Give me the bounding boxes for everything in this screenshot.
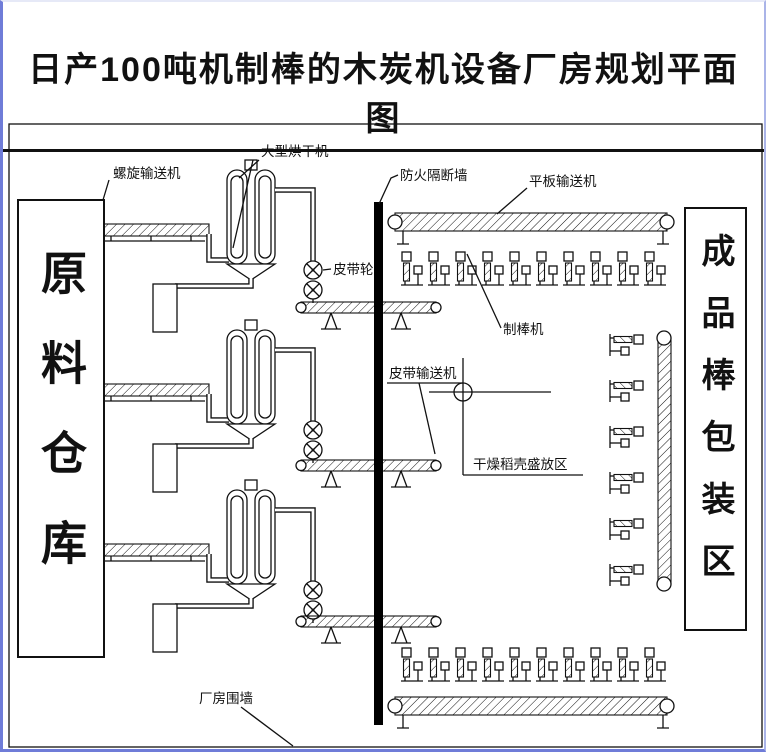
- rod-machine-symbol: [454, 647, 478, 682]
- rod-machine-symbol: [609, 563, 644, 587]
- production-line-2: [83, 320, 442, 492]
- rod-machine-symbol: [589, 647, 613, 682]
- rod-machine-symbol: [609, 517, 644, 541]
- rod-machine-symbol: [589, 251, 613, 286]
- production-line-3: [83, 480, 442, 652]
- rod-machine-symbol: [427, 251, 451, 286]
- rod-machine-symbol: [616, 647, 640, 682]
- rod-machine-symbol: [562, 251, 586, 286]
- finished-rod-packaging-label: 成品棒包装区: [696, 233, 734, 605]
- page-title-text: 日产100吨机制棒的木炭机设备厂房规划平面图: [3, 42, 764, 152]
- label-flat-conveyor: 平板输送机: [529, 174, 597, 189]
- rod-machine-symbol: [643, 251, 667, 286]
- center-mark: [429, 358, 583, 476]
- label-fire-partition-wall: 防火隔断墙: [400, 168, 468, 183]
- rod-machine-symbol: [400, 251, 424, 286]
- rod-machine-symbol: [643, 647, 667, 682]
- rod-machine-symbol: [609, 379, 644, 403]
- rod-machine-symbol: [481, 251, 505, 286]
- raw-material-warehouse-zone: 原料仓库: [17, 199, 105, 658]
- rod-machine-symbol: [609, 425, 644, 449]
- rod-machine-symbol: [535, 647, 559, 682]
- flat-plate-conveyor-bottom: [387, 696, 675, 729]
- flat-conveyor-symbol: [295, 615, 442, 644]
- rod-machine-symbol: [508, 251, 532, 286]
- label-factory-perimeter-wall: 厂房围墙: [199, 691, 253, 706]
- label-belt-conveyor: 皮带输送机: [389, 366, 457, 381]
- floor-plan-canvas: 螺旋输送机 大型烘干机 防火隔断墙 平板输送机 皮带轮 制棒机 皮带输送机 干燥…: [8, 123, 763, 748]
- label-belt-pulley: 皮带轮: [333, 262, 374, 277]
- rod-machine-symbol: [535, 251, 559, 286]
- rod-machine-row-top: [400, 251, 667, 286]
- vertical-conveyor-right: [656, 330, 672, 592]
- rod-machine-symbol: [508, 647, 532, 682]
- rod-machine-column-right: [609, 333, 644, 587]
- rod-machine-symbol: [609, 333, 644, 357]
- rod-machine-symbol: [609, 471, 644, 495]
- flat-plate-conveyor-top: [387, 212, 675, 245]
- raw-material-warehouse-label: 原料仓库: [35, 248, 87, 609]
- drawing-border: [8, 123, 763, 748]
- label-rod-machine: 制棒机: [503, 322, 544, 337]
- finished-rod-packaging-zone: 成品棒包装区: [684, 207, 747, 631]
- flat-conveyor-symbol: [295, 459, 442, 488]
- label-large-dryer: 大型烘干机: [261, 144, 329, 159]
- rod-machine-symbol: [427, 647, 451, 682]
- rod-machine-row-bottom: [400, 647, 667, 682]
- label-screw-conveyor: 螺旋输送机: [113, 166, 181, 181]
- fire-partition-wall: [374, 202, 383, 725]
- flat-conveyor-symbol: [295, 301, 442, 330]
- page-title: 日产100吨机制棒的木炭机设备厂房规划平面图: [3, 42, 764, 152]
- rod-machine-symbol: [562, 647, 586, 682]
- rod-machine-symbol: [400, 647, 424, 682]
- rod-machine-symbol: [616, 251, 640, 286]
- label-dry-husk-storage-area: 干燥稻壳盛放区: [473, 457, 568, 472]
- dryer-unit-symbol: [153, 480, 322, 652]
- rod-machine-symbol: [481, 647, 505, 682]
